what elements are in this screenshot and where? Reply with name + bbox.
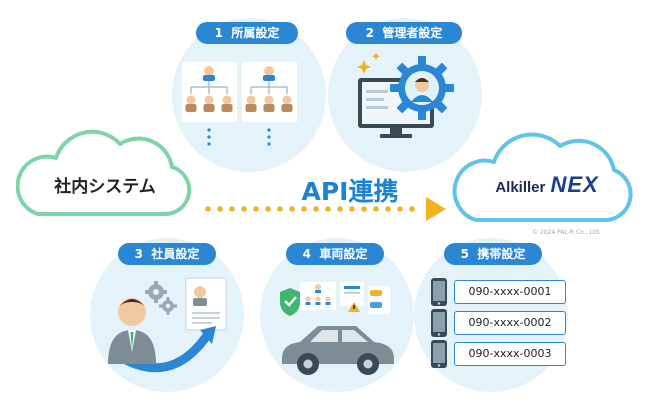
vehicle-illustration — [280, 282, 394, 375]
setting-pill-employee: 3 社員設定 — [118, 243, 216, 265]
smartphone-icon — [431, 309, 447, 337]
phone-row-2: 090-xxxx-0002 — [428, 309, 568, 337]
api-dotted-arrow — [205, 197, 446, 221]
admin-gear-monitor-illustration — [357, 52, 454, 138]
phone-number-field: 090-xxxx-0003 — [454, 342, 566, 366]
internal-system-label: 社内システム — [54, 177, 156, 197]
copyright-text: © 2024 PAL-R Co., Ltd. — [532, 229, 601, 236]
nex-logo-text: NEX — [550, 172, 599, 197]
phone-number-field: 090-xxxx-0002 — [454, 311, 566, 335]
alkiller-logo-text: Alkiller — [495, 179, 546, 196]
phone-row-1: 090-xxxx-0001 — [428, 278, 568, 306]
phone-row-3: 090-xxxx-0003 — [428, 340, 568, 368]
internal-system-cloud — [16, 129, 192, 216]
alkiller-nex-logo: Alkiller NEX — [472, 172, 622, 198]
setting-pill-org: 1 所属設定 — [196, 22, 298, 44]
setting-pill-admin: 2 管理者設定 — [346, 22, 462, 44]
setting-pill-vehicle: 4 車両設定 — [286, 243, 384, 265]
employee-illustration — [108, 277, 227, 373]
setting-pill-phone: 5 携帯設定 — [444, 243, 542, 265]
alkiller-nex-cloud — [452, 132, 633, 222]
smartphone-icon — [431, 340, 447, 368]
org-chart-illustration — [182, 62, 297, 146]
phone-number-field: 090-xxxx-0001 — [454, 280, 566, 304]
smartphone-icon — [431, 278, 447, 306]
api-link-label: API連携 — [301, 177, 399, 206]
